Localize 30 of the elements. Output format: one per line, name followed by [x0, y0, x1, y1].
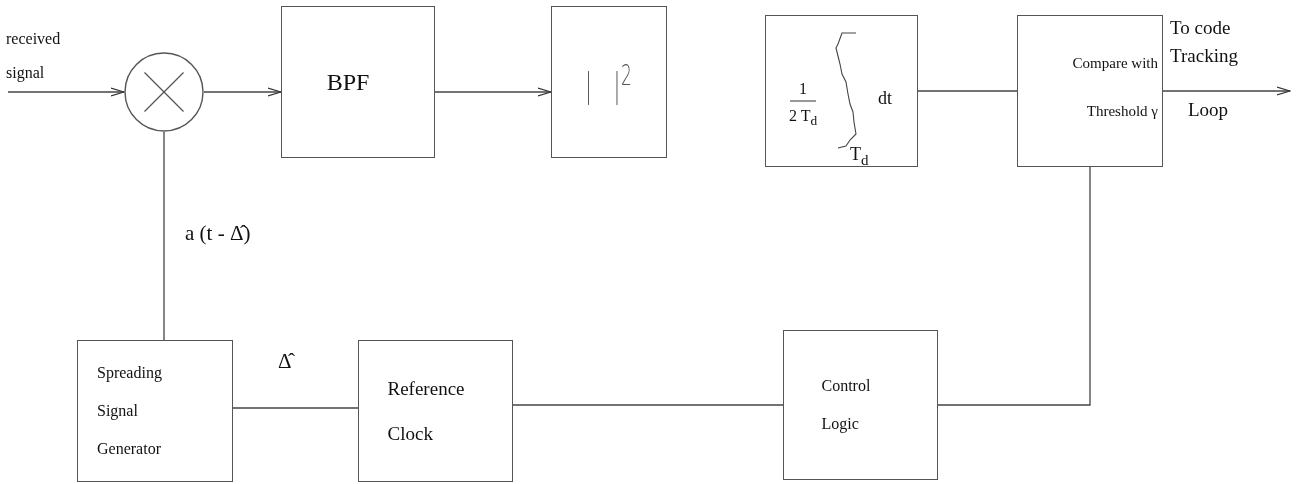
- connector-line: [7, 87, 125, 97]
- node-label: Reference Clock: [387, 377, 466, 446]
- process-box: [77, 340, 233, 482]
- connector-line: [917, 90, 1018, 92]
- node-label: dt: [878, 87, 893, 110]
- process-box: [281, 6, 435, 158]
- node-label: BPF: [326, 68, 370, 96]
- process-box: [783, 330, 938, 480]
- connector-line: [232, 407, 359, 409]
- process-box: [358, 340, 513, 482]
- process-box: [765, 15, 918, 167]
- connector-line: [937, 166, 1091, 406]
- node-label: | |$^{2}$: [585, 58, 633, 106]
- signal-label: Loop: [1188, 98, 1229, 122]
- connector-line: [512, 404, 784, 406]
- node-label: Spreading Signal Generator: [97, 363, 163, 459]
- process-box: [1017, 15, 1163, 167]
- node-label: T$_{d}$: [850, 143, 870, 170]
- connector-line: [163, 131, 165, 341]
- connector-line: [434, 87, 552, 97]
- signal-label: received signal: [6, 29, 62, 84]
- node-label: Control Logic: [821, 376, 872, 435]
- process-box: [551, 6, 667, 158]
- signal-label: To code Tracking: [1170, 16, 1239, 68]
- node-label: Compare with Threshold γ: [1071, 54, 1159, 121]
- connector-line: [203, 87, 282, 97]
- multiplier-circle: [124, 52, 204, 132]
- connector-line: [1162, 86, 1291, 96]
- node-label: 1: [798, 79, 808, 99]
- node-label: 2 T$_{d}$: [787, 106, 819, 131]
